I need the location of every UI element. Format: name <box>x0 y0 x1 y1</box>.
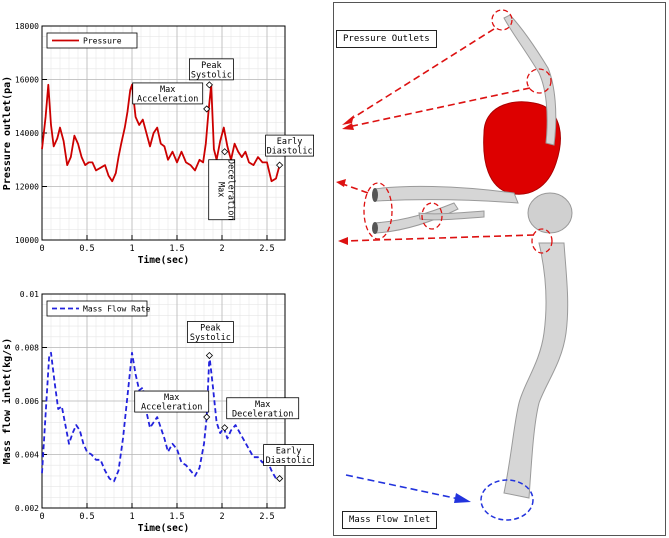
left-branch-lower <box>373 202 459 234</box>
x-tick-label: 0.5 <box>79 244 94 254</box>
annotation-box <box>226 397 300 420</box>
y-tick-label: 0.004 <box>15 451 39 460</box>
annotation-label: Deceleration <box>232 409 293 419</box>
aneurysm <box>483 101 561 195</box>
annotation-label: Max <box>164 393 179 403</box>
x-tick-label: 0 <box>39 512 44 522</box>
descending-vessel <box>503 242 569 499</box>
inlet-arrow <box>345 474 460 500</box>
annotation-marker <box>203 105 211 113</box>
annotation-label: Systolic <box>191 70 232 80</box>
y-tick-label: 0.008 <box>15 344 39 353</box>
pressure-chart: 0 0.5 1 1.5 2 2.5 10000 12000 14000 16000 18000Tim… <box>2 22 315 266</box>
annotation-box <box>188 58 234 81</box>
annotation-label: Peak <box>200 324 220 334</box>
inlet-ring <box>480 479 534 521</box>
y-axis-label: Mass flow inlet(kg/s) <box>1 338 13 464</box>
left-branch-upper <box>373 185 519 204</box>
vessel-model <box>336 9 573 521</box>
y-tick-label: 0.006 <box>15 397 39 406</box>
mass-flow-chart: 0 0.5 1 1.5 2 2.5 0.002 0.004 0.006 0.008 0.01Time… <box>1 290 315 534</box>
x-axis-label: Time(sec) <box>138 523 189 534</box>
x-tick-label: 1 <box>129 512 134 522</box>
annotation-label: Deceleration <box>226 159 236 220</box>
outlet-arrows <box>339 28 535 242</box>
x-tick-label: 1.5 <box>169 244 184 254</box>
mass-flow-inlet-label: Mass Flow Inlet <box>342 511 438 529</box>
y-tick-label: 10000 <box>15 236 39 245</box>
arch-bulge <box>527 192 573 234</box>
annotation-marker <box>205 81 213 89</box>
annotation-label: Early <box>277 137 303 147</box>
y-tick-label: 0.002 <box>15 504 39 513</box>
x-axis-label: Time(sec) <box>138 255 189 266</box>
annotation-label: Early <box>276 447 302 457</box>
annotation-label: Acceleration <box>137 94 198 104</box>
x-tick-label: 2.5 <box>259 512 274 522</box>
left-branch-small <box>418 210 485 221</box>
annotation-marker <box>205 351 213 360</box>
x-tick-label: 2 <box>219 244 224 254</box>
annotation-label: Acceleration <box>141 403 202 413</box>
annotation-label: Systolic <box>190 333 231 343</box>
annotation-label: Max <box>255 400 270 410</box>
y-tick-label: 14000 <box>15 129 39 138</box>
annotation-label: Diastolic <box>266 456 312 466</box>
pressure-outlets-label: Pressure Outlets <box>336 30 437 48</box>
y-tick-label: 0.01 <box>20 290 39 299</box>
outlet-arrowheads <box>336 115 354 245</box>
annotation-marker <box>221 424 229 432</box>
legend-label: Mass Flow Rate <box>83 305 151 314</box>
series-line <box>41 83 281 183</box>
legend-box <box>46 300 148 317</box>
legend-box <box>46 32 138 49</box>
y-tick-label: 12000 <box>15 183 39 192</box>
series-line <box>41 351 280 483</box>
y-tick-label: 18000 <box>15 22 39 31</box>
y-axis-label: Pressure outlet(pa) <box>2 76 13 190</box>
annotation-marker <box>276 475 284 483</box>
x-tick-label: 0 <box>39 244 44 254</box>
annotation-marker <box>221 148 229 156</box>
annotation-label: Diastolic <box>267 147 313 157</box>
annotation-label: Max <box>216 182 226 197</box>
annotation-label: Max <box>160 85 175 95</box>
vessel-model-panel: Pressure Outlets Mass Flow Inlet <box>333 2 666 536</box>
annotation-label: Peak <box>201 61 221 71</box>
annotation-box <box>265 134 315 157</box>
annotation-box <box>186 321 234 343</box>
annotation-box <box>263 444 315 466</box>
annotation-box <box>208 159 236 221</box>
x-tick-label: 2 <box>219 512 224 522</box>
annotation-box <box>132 82 204 105</box>
annotation-marker <box>276 161 284 169</box>
x-tick-label: 1.5 <box>169 512 184 522</box>
x-tick-label: 1 <box>129 244 134 254</box>
legend-label: Pressure <box>83 37 122 46</box>
y-tick-label: 16000 <box>15 76 39 85</box>
x-tick-label: 0.5 <box>79 512 94 522</box>
upper-branch <box>503 14 557 146</box>
annotation-box <box>134 390 210 413</box>
x-tick-label: 2.5 <box>259 244 274 254</box>
annotation-marker <box>203 413 211 421</box>
